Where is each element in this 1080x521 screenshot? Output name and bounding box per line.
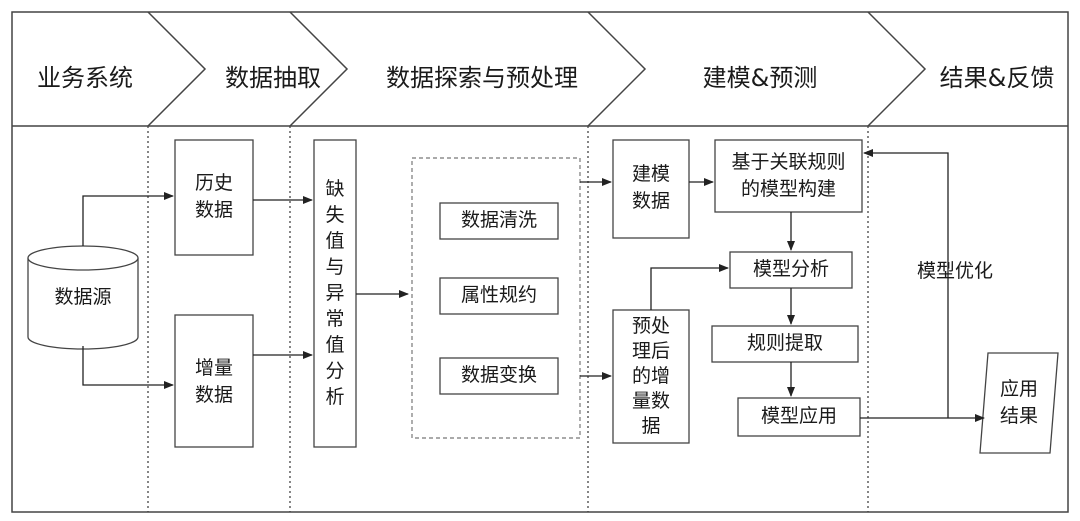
model-optimize-label: 模型优化 (916, 260, 993, 282)
history-data-box (174, 139, 254, 256)
transform-label: 数据变换 (460, 364, 537, 386)
preprocessed-increment-box (612, 309, 690, 444)
history-data-label: 历史 数据 (194, 172, 233, 221)
increment-data-box (174, 314, 254, 448)
arrow-increment-to-analyze (650, 264, 729, 310)
result-label: 应用 结果 (999, 378, 1038, 427)
arrow-source-to-history (82, 192, 174, 246)
stage-title-business: 业务系统 (37, 64, 133, 92)
clean-label: 数据清洗 (460, 209, 537, 231)
model-data-label: 建模 数据 (631, 163, 670, 212)
outer-frame (11, 11, 1069, 513)
preprocessed-increment-label: 预处 理后 的增 量数 据 (631, 315, 670, 437)
model-apply-label: 模型应用 (760, 405, 837, 427)
stage-title-explore: 数据探索与预处理 (386, 64, 578, 92)
stage-title-extract: 数据抽取 (225, 64, 321, 92)
preprocess-group-box (411, 157, 581, 439)
reduce-box (439, 277, 559, 315)
rule-extract-box (711, 325, 859, 363)
stage-title-feedback: 结果&反馈 (939, 64, 1055, 92)
chevron-3 (587, 11, 647, 127)
missing-outlier-box (313, 139, 357, 448)
reduce-label: 属性规约 (460, 284, 537, 306)
chevron-2 (289, 11, 349, 127)
chevron-4 (867, 11, 927, 127)
model-build-label: 基于关联规则 的模型构建 (731, 151, 846, 200)
model-apply-box (737, 397, 861, 437)
stage-title-model: 建模&预测 (702, 64, 818, 92)
increment-data-label: 增量 数据 (194, 357, 233, 406)
model-build-box (714, 139, 863, 213)
data-source-cylinder (27, 245, 139, 350)
model-analyze-box (729, 251, 853, 289)
arrow-feedback-optimize (863, 149, 949, 418)
missing-outlier-label: 缺失值与异常值分析 (325, 178, 345, 408)
transform-box (439, 357, 559, 395)
clean-box (439, 202, 559, 240)
arrow-source-to-increment (82, 346, 174, 389)
chevron-1 (147, 11, 207, 127)
model-data-box (612, 139, 690, 239)
data-source-label: 数据源 (54, 286, 112, 308)
rule-extract-label: 规则提取 (746, 332, 823, 354)
model-analyze-label: 模型分析 (752, 258, 829, 280)
